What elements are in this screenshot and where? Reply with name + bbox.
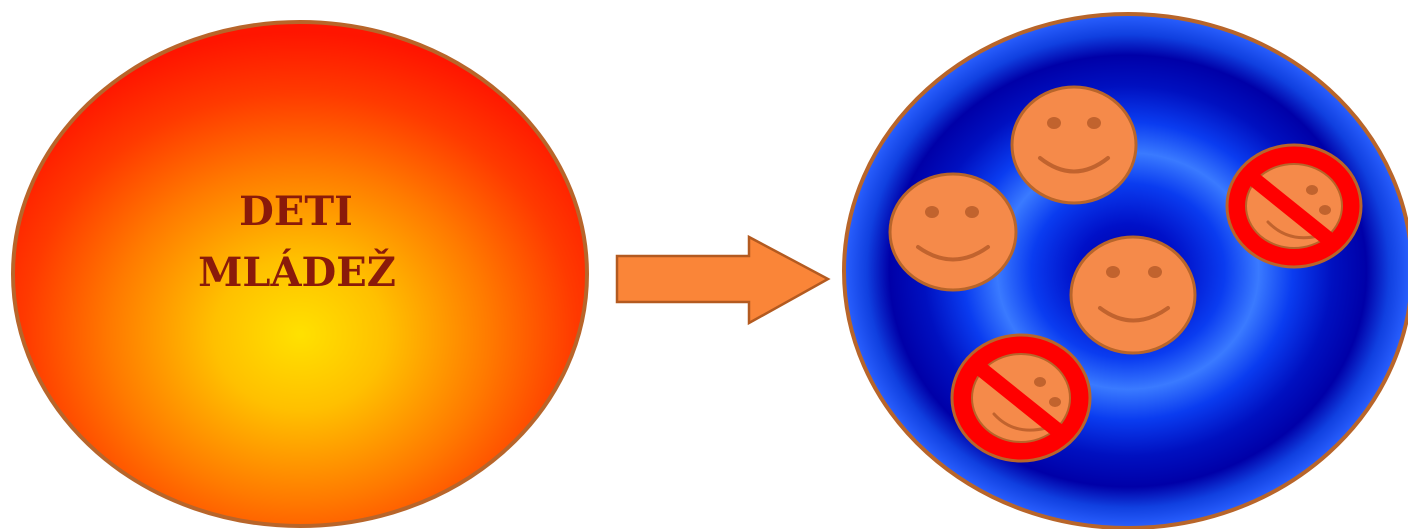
prohibited-smiley-icon xyxy=(950,333,1092,463)
smiley-face-icon xyxy=(1069,235,1197,355)
smiley-face-icon xyxy=(888,172,1018,292)
right-arrow xyxy=(615,234,831,326)
group-circle xyxy=(842,12,1408,529)
prohibited-smiley-icon xyxy=(1225,143,1363,269)
circle-label-line-2: MLÁDEŽ xyxy=(198,249,396,296)
children-youth-circle: DETI MLÁDEŽ xyxy=(11,20,589,528)
children-youth-circle-shape xyxy=(11,20,589,528)
smiley-face-icon xyxy=(1010,85,1138,205)
circle-label-line-1: DETI xyxy=(239,188,353,235)
